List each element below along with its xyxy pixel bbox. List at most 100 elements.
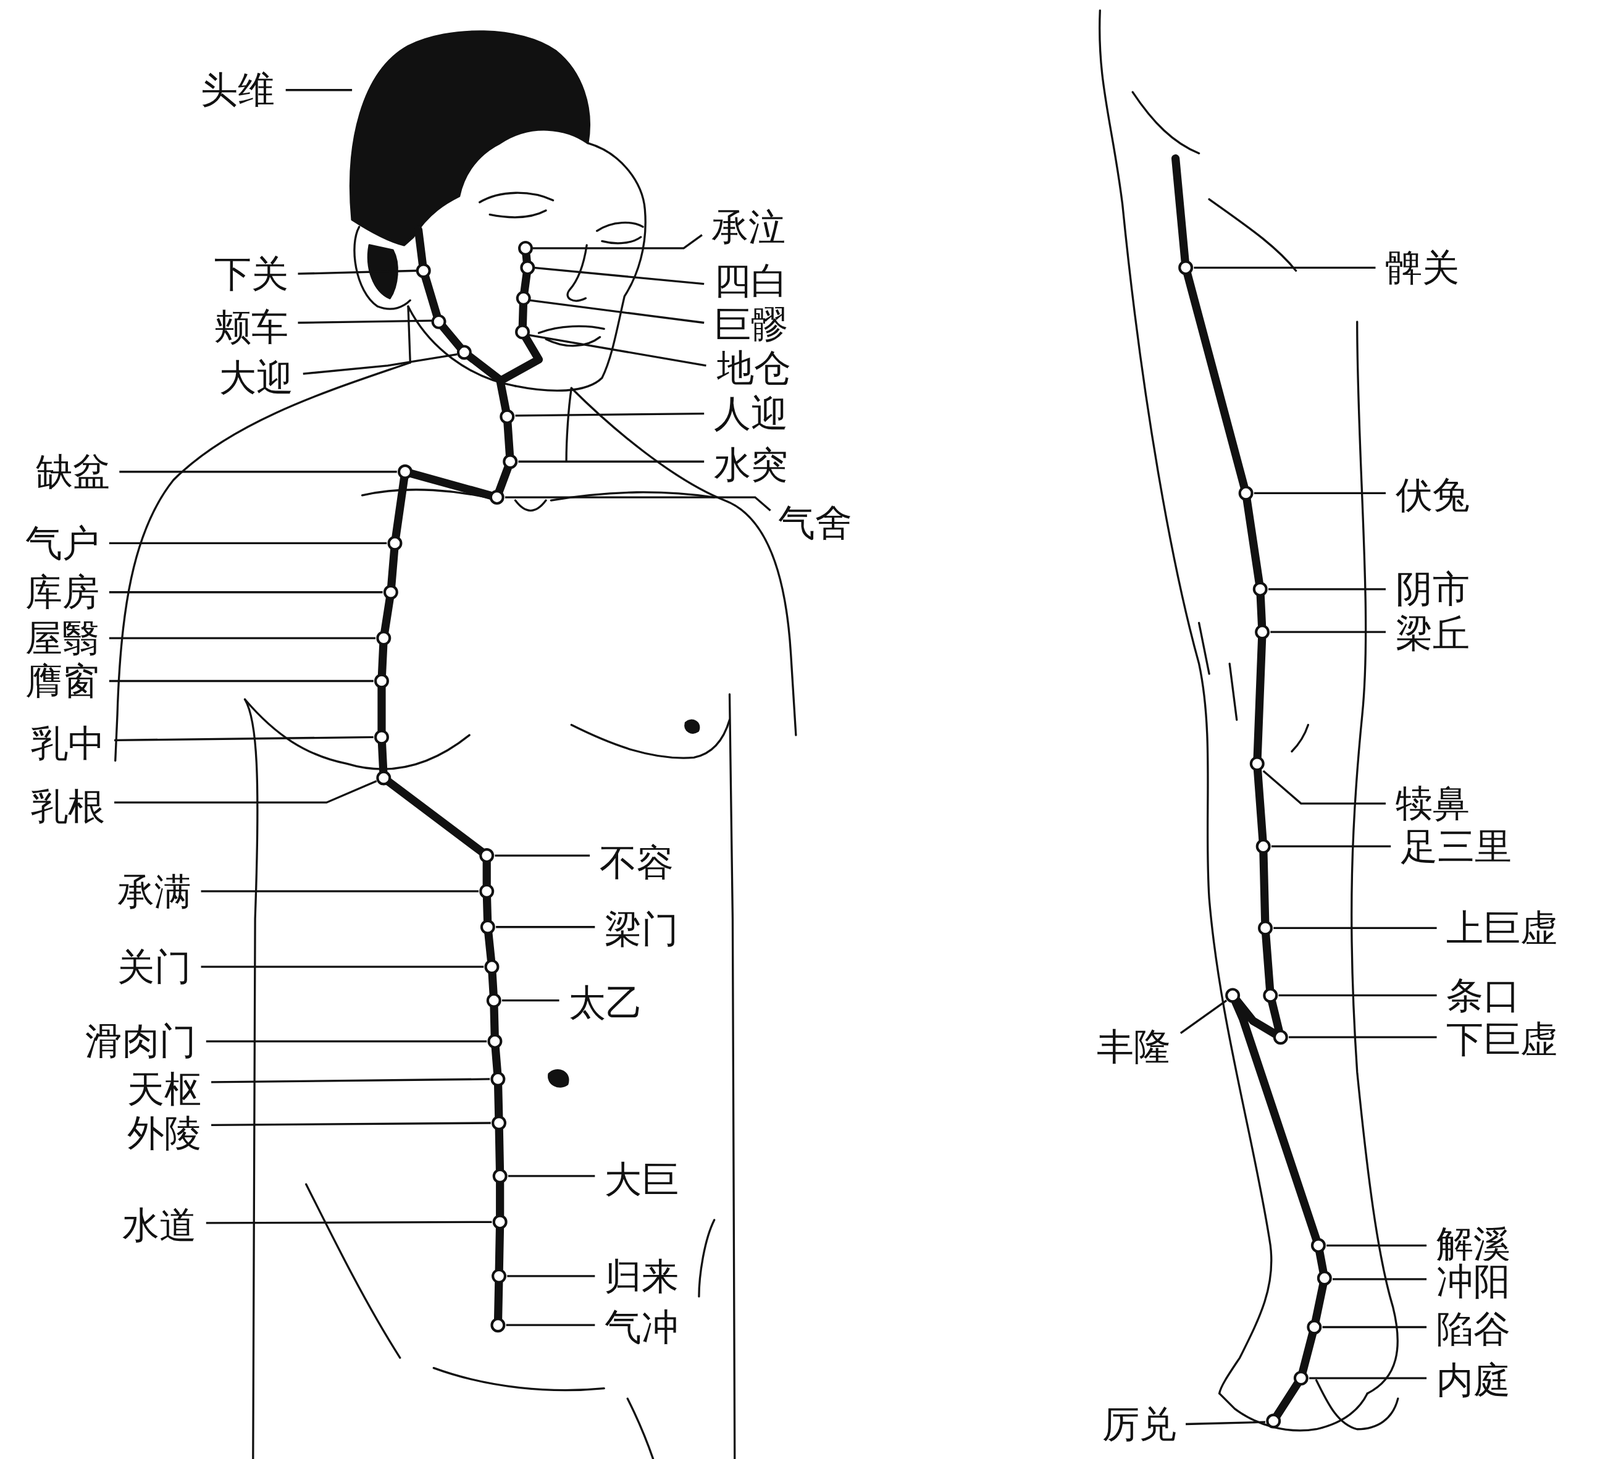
acupoint-label: 丰隆: [1094, 1025, 1174, 1067]
acupoint-label: 解溪: [1433, 1222, 1513, 1264]
leader-line: [506, 1323, 596, 1326]
acupoint-dot: [494, 1169, 507, 1182]
acupoint-dot: [1256, 625, 1269, 638]
acupoint-dot: [491, 1072, 504, 1085]
acupoint-dot: [489, 1034, 502, 1048]
groin: [306, 1183, 715, 1459]
leader-line: [201, 889, 479, 892]
acupoint-label: 下巨虚: [1443, 1018, 1560, 1060]
jaw-line: [408, 306, 516, 386]
leader-line: [1263, 770, 1386, 804]
acupoint-dot: [389, 537, 402, 550]
acupoint-label: 厉兑: [1099, 1403, 1179, 1444]
hair: [350, 31, 590, 246]
acupoint-label: 人迎: [711, 392, 791, 434]
acupoint-dot: [458, 346, 471, 359]
leader-line: [508, 1174, 595, 1177]
leader-line: [109, 679, 374, 682]
acupoint-label: 缺盆: [33, 450, 113, 492]
acupoint-dot: [519, 242, 532, 255]
acupoint-dot: [494, 1215, 507, 1228]
acupoint-dot: [1307, 1320, 1321, 1334]
acupoint-label: 阴市: [1393, 568, 1473, 609]
leader-line: [532, 234, 703, 248]
leader-line: [506, 1274, 595, 1277]
hip-line: [1132, 92, 1296, 271]
meridian-line: [381, 229, 511, 1325]
knee-line: [1199, 622, 1309, 751]
leader-line: [114, 736, 374, 740]
acupoint-dot: [1312, 1238, 1325, 1252]
leader-line: [529, 300, 705, 323]
leader-line: [1180, 1000, 1227, 1034]
acupoint-dot: [480, 849, 493, 862]
acupoint-dot: [417, 264, 430, 277]
leader-line: [1288, 1036, 1437, 1039]
leader-line: [298, 270, 417, 274]
eye: [597, 222, 643, 243]
acupoint-dot: [377, 631, 390, 645]
leader-line: [1193, 266, 1376, 269]
acupoint-label: 四白: [711, 259, 791, 301]
acupoint-label: 下关: [211, 253, 291, 294]
leader-line: [518, 460, 704, 463]
acupoint-label: 大巨: [602, 1158, 682, 1200]
leader-line: [1278, 994, 1437, 997]
acupoint-label: 陷谷: [1433, 1307, 1513, 1349]
leg-outline: [1351, 321, 1399, 1394]
acupoint-label: 地仓: [714, 347, 794, 388]
torso-side: [245, 694, 735, 1459]
acupoint-label: 梁丘: [1393, 612, 1473, 654]
meridian-line: [502, 248, 539, 380]
acupoint-dot: [1239, 487, 1253, 500]
acupoint-label: 梁门: [602, 908, 682, 950]
nipple: [685, 720, 700, 733]
chest: [245, 699, 730, 769]
leader-line: [285, 88, 352, 91]
acupoint-dot: [1179, 261, 1192, 274]
leader-line: [502, 999, 560, 1002]
acupoint-dot: [492, 1269, 506, 1282]
eye: [479, 192, 554, 217]
acupoint-dot: [485, 960, 499, 973]
leader-line: [1322, 1325, 1428, 1328]
acupoint-dot: [1257, 839, 1270, 853]
leader-line: [1273, 926, 1437, 929]
leader-line: [1185, 1421, 1266, 1424]
leader-line: [303, 354, 458, 374]
neck: [408, 306, 572, 462]
leader-line: [206, 1221, 493, 1223]
acupoint-dot: [481, 920, 495, 934]
acupoint-dot: [375, 674, 388, 688]
acupoint-dot: [398, 465, 412, 478]
acupoint-dot: [492, 1116, 506, 1129]
acupoint-dot: [1267, 1414, 1280, 1428]
navel: [548, 1070, 569, 1087]
acupoint-dot: [1259, 921, 1272, 934]
leader-line: [109, 636, 376, 639]
leader-line: [1268, 587, 1386, 590]
leader-line: [505, 497, 771, 511]
acupoint-label: 头维: [198, 69, 278, 110]
ear: [354, 226, 411, 309]
leader-line: [109, 590, 383, 593]
acupoint-dot: [1294, 1371, 1308, 1384]
acupoint-label: 天枢: [124, 1068, 204, 1110]
leader-line: [109, 542, 387, 545]
acupoint-dot: [1251, 757, 1264, 770]
acupoint-label: 乳根: [28, 785, 108, 827]
acupoint-label: 大迎: [216, 356, 296, 398]
acupoint-dot: [377, 771, 390, 785]
leader-line: [114, 780, 377, 803]
acupoint-dot: [490, 490, 504, 504]
leader-line: [533, 267, 704, 284]
acupoint-label: 水突: [711, 443, 791, 485]
clavicle: [362, 489, 715, 511]
acupoint-dot: [1226, 989, 1239, 1002]
acupoint-label: 承泣: [708, 206, 788, 248]
acupoint-dot: [487, 994, 501, 1007]
acupoint-label: 承满: [114, 870, 194, 912]
leader-line: [298, 320, 432, 323]
